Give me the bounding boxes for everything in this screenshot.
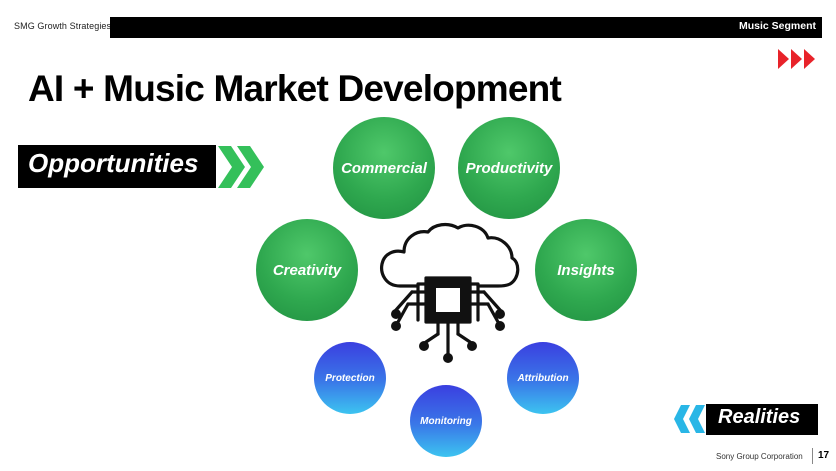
circle-commercial: Commercial <box>333 117 435 219</box>
circle-attribution: Attribution <box>507 342 579 414</box>
footer-company: Sony Group Corporation <box>716 452 803 461</box>
realities-banner <box>706 404 818 435</box>
circle-insights: Insights <box>535 219 637 321</box>
header-section-label: SMG Growth Strategies <box>14 21 112 31</box>
triple-chevron-right-icon <box>778 49 815 69</box>
opportunities-banner <box>18 145 216 188</box>
page-number: 17 <box>818 450 830 461</box>
header-bar <box>110 17 822 38</box>
realities-label: Realities <box>718 406 801 428</box>
circle-monitoring: Monitoring <box>410 385 482 457</box>
circle-creativity: Creativity <box>256 219 358 321</box>
opportunities-label: Opportunities <box>28 148 199 178</box>
circle-label: Insights <box>557 261 615 279</box>
circle-label: Productivity <box>465 159 553 177</box>
double-chevron-right-icon <box>218 146 264 188</box>
circle-protection: Protection <box>314 342 386 414</box>
page-title: AI + Music Market Development <box>28 68 562 109</box>
circle-productivity: Productivity <box>458 117 560 219</box>
footer-divider <box>812 448 813 464</box>
circle-label: Protection <box>325 372 375 384</box>
double-chevron-left-icon <box>674 405 705 433</box>
cloud-chip-icon <box>380 222 520 363</box>
circle-label: Attribution <box>517 372 569 384</box>
circle-label: Creativity <box>272 261 342 279</box>
circle-label: Commercial <box>341 159 427 177</box>
circle-label: Monitoring <box>420 415 472 427</box>
header-segment-label: Music Segment <box>738 20 816 32</box>
